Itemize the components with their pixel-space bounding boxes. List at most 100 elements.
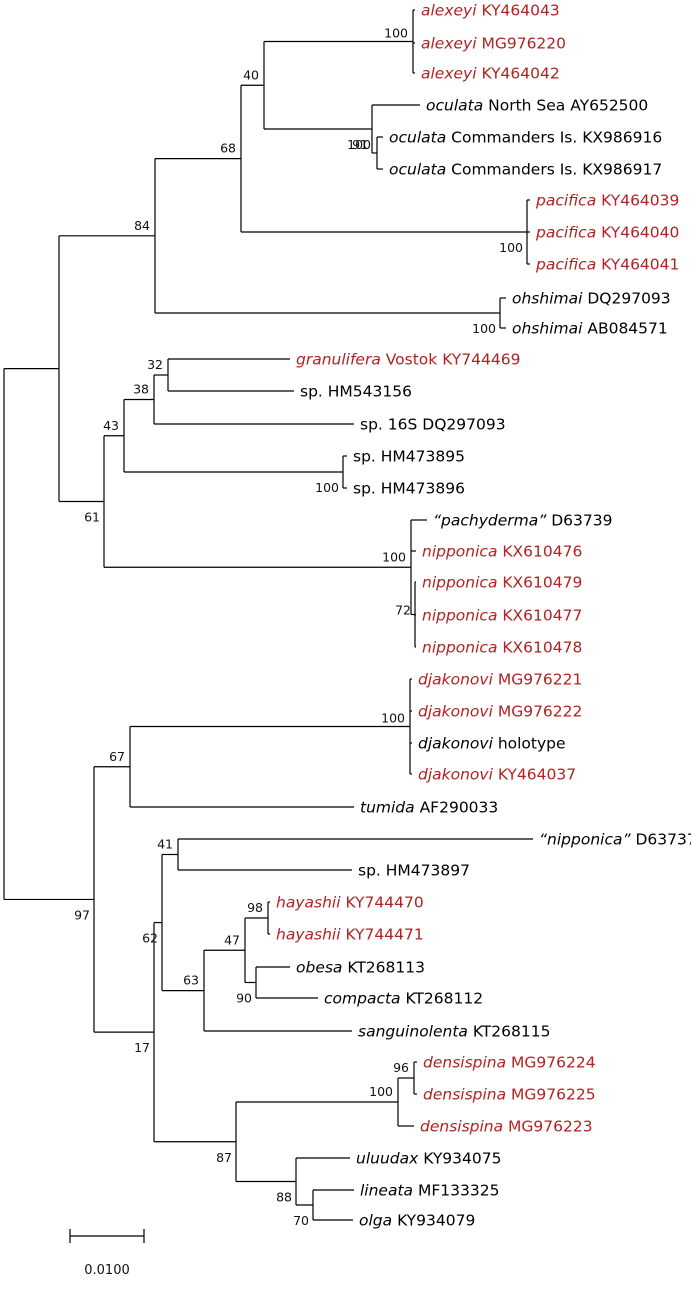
taxon-label: sp. HM473895 bbox=[353, 448, 465, 466]
taxon-label: oculata Commanders Is. KX986916 bbox=[389, 129, 662, 147]
taxon-label: sp. 16S DQ297093 bbox=[360, 416, 506, 434]
taxon-label: hayashii KY744470 bbox=[276, 894, 424, 912]
taxon-species-name: alexeyi bbox=[421, 2, 477, 20]
taxon-label: “nipponica” D63737 bbox=[539, 831, 691, 849]
taxon-species-name: pacifica bbox=[535, 192, 596, 210]
taxon-accession: KT268112 bbox=[401, 990, 484, 1008]
taxon-species-name: granulifera bbox=[296, 351, 381, 369]
taxon-accession: AF290033 bbox=[415, 799, 499, 817]
taxon-label: pacifica KY464041 bbox=[535, 256, 679, 274]
support-value: 67 bbox=[109, 749, 125, 764]
taxon-accession: Commanders Is. KX986917 bbox=[446, 161, 662, 179]
taxon-species-name: densispina bbox=[420, 1118, 503, 1136]
support-value: 98 bbox=[247, 900, 263, 915]
taxon-species-name: ohshimai bbox=[512, 290, 583, 308]
taxon-label: alexeyi KY464043 bbox=[421, 2, 560, 20]
taxon-species-name: hayashii bbox=[276, 926, 341, 944]
taxon-label: djakonovi holotype bbox=[418, 735, 566, 753]
taxon-label: olga KY934079 bbox=[359, 1212, 475, 1230]
taxon-accession: KX610479 bbox=[497, 574, 582, 592]
taxon-label: pacifica KY464040 bbox=[535, 224, 679, 242]
taxon-label: densispina MG976225 bbox=[423, 1086, 596, 1104]
taxon-species-name: oculata bbox=[426, 97, 483, 115]
support-value: 63 bbox=[183, 973, 199, 988]
taxon-accession: MG976222 bbox=[493, 703, 582, 721]
taxon-species-name: djakonovi bbox=[418, 735, 494, 753]
taxon-accession: holotype bbox=[493, 735, 566, 753]
taxon-species-name: uluudax bbox=[356, 1150, 419, 1168]
taxon-species-name: lineata bbox=[360, 1182, 413, 1200]
taxon-species-name: tumida bbox=[360, 799, 415, 817]
taxon-accession: KY464039 bbox=[596, 192, 679, 210]
taxon-species-name: “pachyderma” bbox=[433, 512, 547, 530]
taxon-accession: KY464040 bbox=[596, 224, 679, 242]
taxon-label: obesa KT268113 bbox=[296, 959, 425, 977]
taxon-accession: Commanders Is. KX986916 bbox=[446, 129, 662, 147]
taxon-species-name: alexeyi bbox=[421, 65, 477, 83]
taxon-label: sanguinolenta KT268115 bbox=[358, 1023, 550, 1041]
taxon-label: uluudax KY934075 bbox=[356, 1150, 501, 1168]
support-value: 100 bbox=[384, 26, 408, 41]
taxon-species-name: compacta bbox=[324, 990, 401, 1008]
taxon-label: densispina MG976224 bbox=[423, 1054, 596, 1072]
taxon-label: nipponica KX610476 bbox=[422, 543, 582, 561]
support-value: 100 bbox=[382, 549, 406, 564]
support-value: 100 bbox=[381, 711, 405, 726]
taxon-species-name: nipponica bbox=[422, 639, 497, 657]
taxon-species-name: djakonovi bbox=[418, 671, 494, 689]
taxon-accession: KT268115 bbox=[468, 1023, 551, 1041]
taxon-species-name: ohshimai bbox=[512, 320, 583, 338]
support-value: 91 bbox=[352, 137, 368, 152]
scale-bar-label: 0.0100 bbox=[84, 1263, 130, 1278]
taxon-species-name: obesa bbox=[296, 959, 342, 977]
support-value: 100 bbox=[315, 480, 339, 495]
taxon-accession: North Sea AY652500 bbox=[483, 97, 648, 115]
taxon-label: ohshimai AB084571 bbox=[512, 320, 668, 338]
support-value: 43 bbox=[103, 418, 119, 433]
taxon-species-name: hayashii bbox=[276, 894, 341, 912]
support-value: 90 bbox=[236, 991, 252, 1006]
taxon-accession: KX610476 bbox=[497, 543, 582, 561]
taxon-species-name: sanguinolenta bbox=[358, 1023, 468, 1041]
support-value: 72 bbox=[395, 603, 411, 618]
taxon-accession: MG976221 bbox=[493, 671, 582, 689]
taxon-label: djakonovi KY464037 bbox=[418, 766, 576, 784]
support-value: 100 bbox=[472, 321, 496, 336]
taxon-label: sp. HM473897 bbox=[358, 862, 470, 880]
taxon-species-name: nipponica bbox=[422, 543, 497, 561]
taxon-species-name: nipponica bbox=[422, 607, 497, 625]
taxon-accession: KY744471 bbox=[341, 926, 424, 944]
taxon-label: sp. HM543156 bbox=[300, 383, 412, 401]
taxon-accession: AB084571 bbox=[582, 320, 667, 338]
taxon-accession: MG976223 bbox=[503, 1118, 592, 1136]
support-value: 100 bbox=[499, 240, 523, 255]
taxon-label: lineata MF133325 bbox=[360, 1182, 499, 1200]
scale-bar: 0.0100 bbox=[69, 1229, 145, 1278]
taxon-species-name: oculata bbox=[389, 161, 446, 179]
support-value: 17 bbox=[134, 1040, 150, 1055]
taxon-accession: KY464037 bbox=[493, 766, 576, 784]
support-value: 100 bbox=[347, 137, 371, 152]
taxon-label: oculata Commanders Is. KX986917 bbox=[389, 161, 662, 179]
support-value: 47 bbox=[224, 932, 240, 947]
taxon-species-name: oculata bbox=[389, 129, 446, 147]
taxon-species-name: nipponica bbox=[422, 574, 497, 592]
taxon-species-name: densispina bbox=[423, 1086, 506, 1104]
taxon-accession: D63739 bbox=[546, 512, 612, 530]
support-value: 96 bbox=[393, 1060, 409, 1075]
taxon-label: djakonovi MG976221 bbox=[418, 671, 582, 689]
taxon-accession: D63737 bbox=[631, 831, 691, 849]
taxon-species-name: olga bbox=[359, 1212, 392, 1230]
taxon-label: densispina MG976223 bbox=[420, 1118, 593, 1136]
support-value: 38 bbox=[133, 382, 149, 397]
taxon-label: tumida AF290033 bbox=[360, 799, 498, 817]
support-value: 61 bbox=[84, 510, 100, 525]
taxon-label: nipponica KX610479 bbox=[422, 574, 582, 592]
taxon-accession: KY464041 bbox=[596, 256, 679, 274]
support-value: 87 bbox=[216, 1150, 232, 1165]
taxon-accession: MF133325 bbox=[413, 1182, 499, 1200]
taxon-label: granulifera Vostok KY744469 bbox=[296, 351, 520, 369]
taxon-accession: MG976220 bbox=[477, 35, 566, 53]
taxon-accession: KX610477 bbox=[497, 607, 582, 625]
